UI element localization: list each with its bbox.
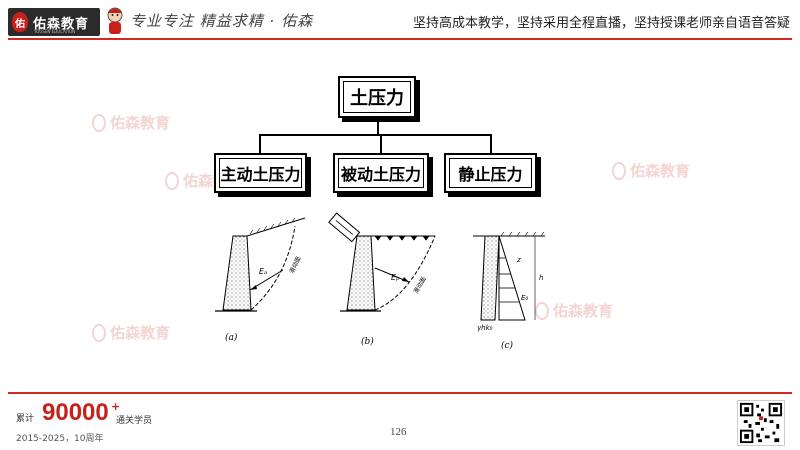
tree-connector: [490, 134, 492, 153]
watermark: 佑森教育: [92, 112, 170, 133]
header-divider: [8, 38, 792, 40]
earth-pressure-figure: Eₐ 滑动面 (a) Eₚ 滑动面 (b): [215, 212, 545, 351]
depth-h-label: h: [539, 274, 543, 282]
footer-count: 90000: [42, 399, 109, 426]
page-number: 126: [390, 426, 407, 438]
watermark-icon: [535, 301, 549, 320]
logo-subtitle: YOUSEN EDUCATION: [34, 29, 76, 34]
header-tagline: 坚持高成本教学，坚持采用全程直播，坚持授课老师亲自语音答疑: [412, 16, 790, 31]
passive-pressure-box: 被动土压力: [333, 153, 429, 193]
tree-connector: [377, 122, 379, 135]
watermark: 佑森教育: [535, 300, 613, 321]
logo-mark-icon: 佑: [12, 12, 28, 32]
mascot-icon: [107, 7, 123, 34]
watermark-icon: [92, 113, 106, 132]
panel-label-a: (a): [225, 332, 238, 343]
force-label-a: Eₐ: [259, 267, 267, 276]
force-label-c: E₀: [521, 294, 528, 302]
force-label-b: Eₚ: [391, 273, 400, 282]
pressure-triangle-c: [498, 235, 526, 321]
tree-connector: [259, 134, 491, 136]
footer-years: 2015-2025，10周年: [16, 434, 104, 444]
base-pressure-label: γhk₀: [477, 324, 493, 332]
panel-a-active: Eₐ 滑动面 (a): [215, 217, 306, 343]
footer-plus: +: [111, 400, 121, 413]
tree-connector: [380, 134, 382, 153]
qr-code-icon: [737, 400, 785, 446]
tree-connector: [259, 134, 261, 153]
watermark-icon: [92, 323, 106, 342]
at-rest-pressure-box: 静止压力: [444, 153, 537, 193]
active-pressure-label: 主动土压力: [220, 165, 301, 184]
panel-b-passive: Eₚ 滑动面 (b): [328, 212, 436, 347]
slogan: 专业专注 精益求精 · 佑森: [130, 12, 314, 30]
footer-prefix: 累计: [16, 414, 35, 424]
footer-suffix: 通关学员: [116, 416, 153, 426]
panel-label-b: (b): [361, 336, 374, 347]
retaining-wall-b: [346, 235, 376, 311]
tree-root-label: 土压力: [350, 88, 404, 109]
at-rest-pressure-label: 静止压力: [458, 165, 523, 184]
watermark-icon: [165, 171, 179, 190]
brand-logo: 佑 佑森教育 YOUSEN EDUCATION: [8, 8, 100, 36]
panel-c-at-rest: h z E₀ γhk₀ (c): [473, 231, 545, 351]
slip-surface-b: [374, 235, 436, 311]
slip-label-b: 滑动面: [412, 275, 428, 295]
slip-surface-a: [250, 225, 296, 311]
retaining-wall-a: [222, 235, 252, 311]
retaining-wall-c: [480, 235, 500, 321]
watermark-icon: [612, 161, 626, 180]
logo-name: 佑森教育: [33, 16, 90, 32]
active-pressure-box: 主动土压力: [214, 153, 307, 193]
depth-z-label: z: [516, 256, 521, 264]
panel-label-c: (c): [501, 340, 514, 351]
tree-root-box: 土压力: [338, 76, 416, 118]
passive-pressure-label: 被动土压力: [340, 165, 421, 184]
watermark: 佑森教育: [612, 160, 690, 181]
slip-label-a: 滑动面: [288, 255, 303, 275]
watermark: 佑森教育: [92, 322, 170, 343]
footer-divider: [8, 392, 792, 394]
